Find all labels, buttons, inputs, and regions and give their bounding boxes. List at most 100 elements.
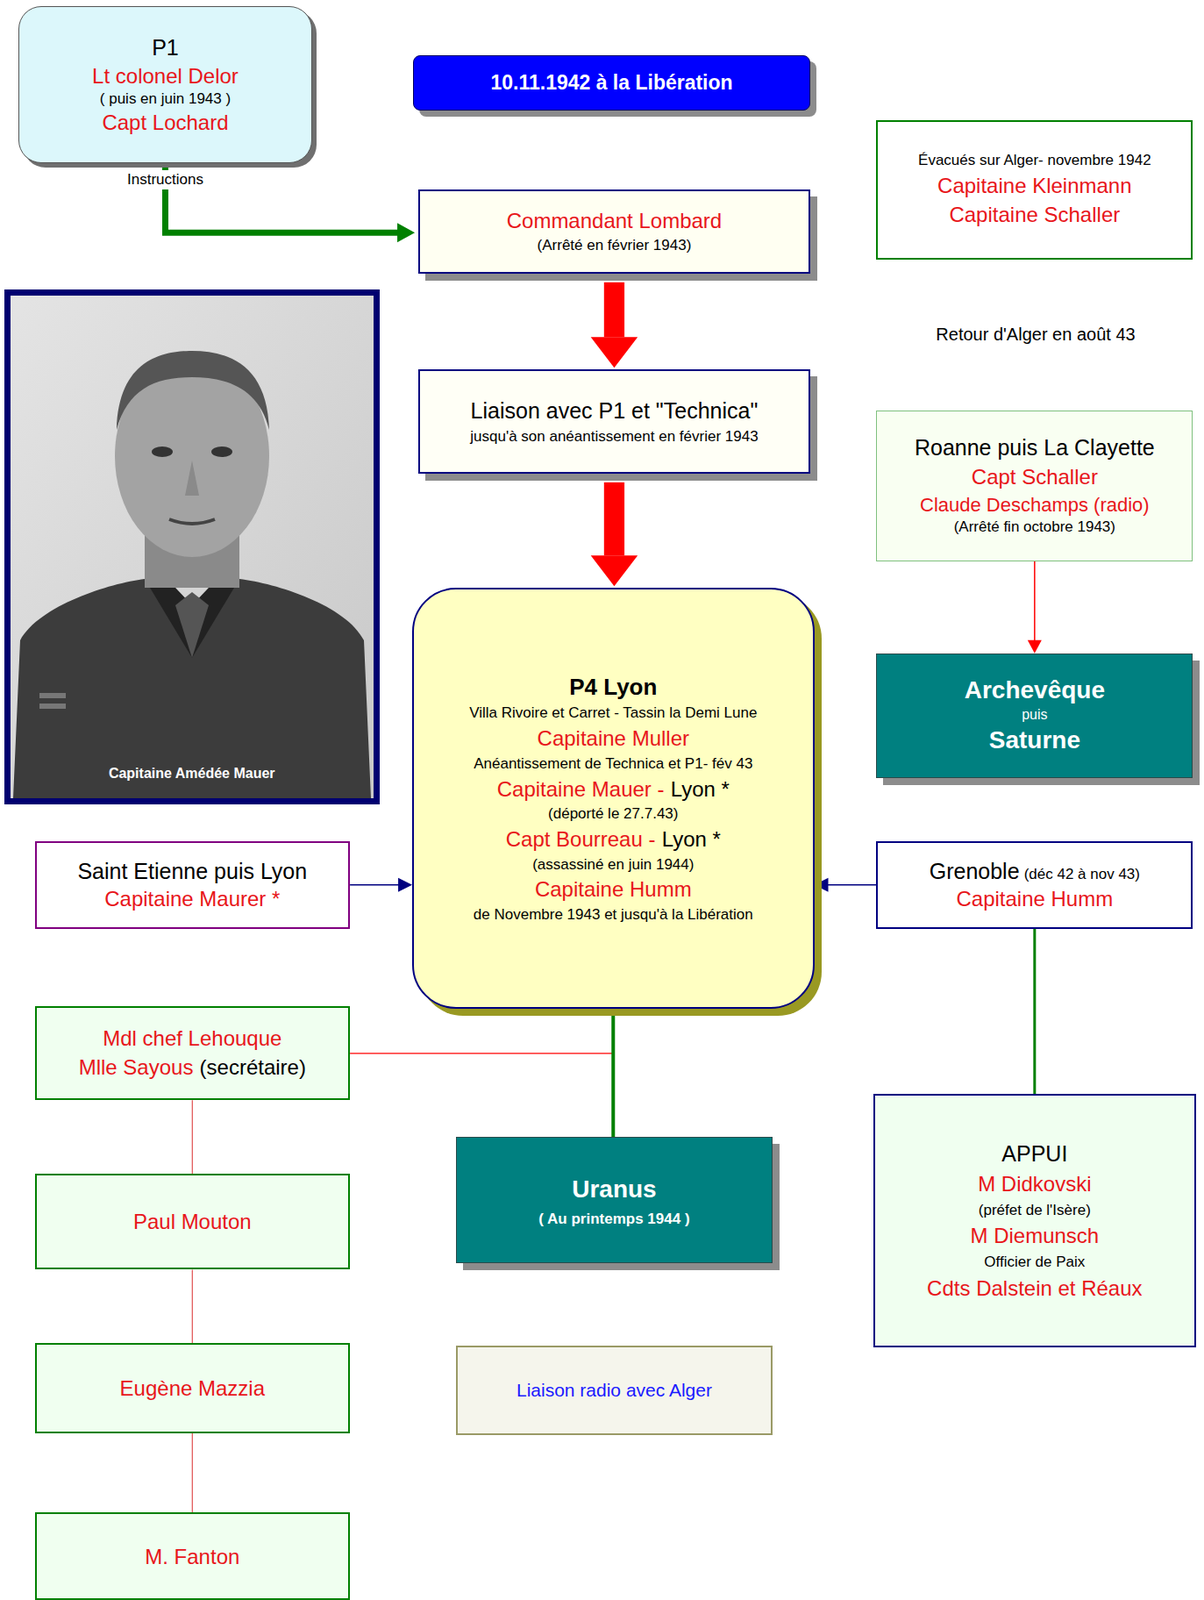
connector [349,1008,613,1054]
node-text: Liaison avec P1 et "Technica" [470,398,759,423]
text-line: Paul Mouton [133,1207,252,1235]
node-text: M. Fanton [144,1544,240,1568]
text-line: Liaison radio avec Alger [516,1377,713,1402]
connector [1033,928,1035,1095]
node-text: Saturne [989,726,1081,754]
network-box: Uranus ( Au printemps 1944 ) [455,1136,773,1263]
text-line: Archevêque [964,674,1105,706]
node-text: Capitaine Maurer * [104,886,280,911]
text-line: Capitaine Kleinmann [937,170,1132,201]
node-text: Capitaine Humm [534,876,692,901]
node-text: Capt Lochard [101,110,228,135]
text-line: APPUI [1001,1137,1068,1169]
text-line: Roanne puis La Clayette [914,433,1155,464]
unit-box: P1 Lt colonel Delor ( puis en juin 1943 ) C… [18,6,313,164]
text-line: Capt Schaller [971,463,1098,492]
text-line: Eugène Mazzia [120,1374,265,1402]
node-text: jusqu'à son anéantissement en février 19… [470,427,758,445]
connector [192,1432,193,1513]
node-text: ( puis en juin 1943 ) [99,90,231,107]
node-text: Lyon * [662,826,721,851]
station-box: Grenoble(déc 42 à nov 43)Capitaine Humm [876,840,1193,929]
text-line: Cdts Dalstein et Réaux [926,1273,1142,1304]
connector [192,1099,193,1174]
node-text: P1 [151,35,179,60]
network-box: Archevêque puisSaturne [876,653,1193,778]
node-text: Capitaine Mauer - [497,776,665,801]
text-line: (préfet de l'Isère) [978,1199,1091,1222]
agent-box: Mdl chef LehouqueMlle Sayous(secrétaire) [35,1005,351,1100]
node-text: Capitaine Kleinmann [937,173,1132,198]
text-line: M Diemunsch [969,1220,1099,1252]
connector [591,482,639,586]
text-line: jusqu'à son anéantissement en février 19… [470,426,758,449]
text-line: Capitaine Maurer * [104,884,280,912]
text-line: (déporté le 27.7.43) [548,803,678,825]
station-box: Saint Etienne puis LyonCapitaine Maurer … [35,840,351,929]
node-text: Capitaine Humm [955,886,1113,911]
connector [612,1008,614,1138]
liaison-box: Liaison avec P1 et "Technica" jusqu'à son… [418,369,811,474]
station-box: Roanne puis La ClayetteCapt SchallerClau… [876,410,1193,562]
node-text: (Arrêté fin octobre 1943) [954,518,1116,535]
title-banner: 10.11.1942 à la Libération [413,55,811,111]
text-line: (Arrêté fin octobre 1943) [954,517,1116,538]
connector [591,282,639,368]
node-text: Archevêque [964,676,1105,704]
text-line: Mlle Sayous(secrétaire) [78,1053,307,1082]
text-line: Capitaine Humm [955,884,1113,912]
text-line: Anéantissement de Technica et P1- fév 43 [473,753,753,775]
node-text: Mlle Sayous [78,1054,194,1079]
radio-box: Liaison radio avec Alger [455,1345,773,1435]
node-text: Eugène Mazzia [120,1375,265,1400]
node-text: Villa Rivoire et Carret - Tassin la Demi… [469,704,757,721]
note-box: Évacués sur Alger- novembre 1942Capitain… [876,120,1193,259]
node-text: (assassiné en juin 1944) [532,855,694,873]
text-line: puis [1021,705,1048,725]
node-text: puis [1021,706,1048,722]
text-line: ( Au printemps 1944 ) [538,1207,690,1231]
connector [814,877,877,892]
node-text: ( Au printemps 1944 ) [538,1210,690,1227]
connector [192,1268,193,1343]
node-text: Capt Bourreau - [505,826,656,851]
portrait-photo [4,289,380,805]
node-text: (préfet de l'Isère) [978,1201,1091,1219]
officer-box: Commandant Lombard(Arrêté en février 194… [418,189,811,273]
text-line: P4 Lyon [569,670,657,703]
node-text: Lyon * [670,776,730,801]
node-text: (secrétaire) [199,1054,307,1079]
text-line: Villa Rivoire et Carret - Tassin la Demi… [469,702,757,724]
text-line: Capitaine Schaller [948,199,1120,230]
text-line: Capt Lochard [101,108,228,136]
edge-label: Instructions [124,170,207,190]
text-line: de Novembre 1943 et jusqu'à la Libératio… [473,904,754,926]
connector [1027,561,1042,654]
node-text: Roanne puis La Clayette [914,434,1155,460]
node-text: Capitaine Muller [537,726,690,750]
text-line: (assassiné en juin 1944) [532,854,694,876]
text-line: Saturne [989,724,1081,756]
text-line: M. Fanton [144,1542,240,1570]
node-text: Paul Mouton [133,1209,252,1233]
agent-box: Paul Mouton [35,1173,351,1269]
node-text: Lt colonel Delor [92,64,239,88]
node-text: de Novembre 1943 et jusqu'à la Libératio… [473,905,754,923]
title-text: 10.11.1942 à la Libération [490,71,733,95]
text-line: Saint Etienne puis Lyon [77,856,307,886]
node-text: (déc 42 à nov 43) [1024,865,1140,883]
text-line: Uranus [571,1170,656,1208]
node-text: (Arrêté en février 1943) [537,236,692,254]
node-text: Capitaine Schaller [948,202,1120,227]
text-line: Mdl chef Lehouque [102,1024,282,1053]
node-text: APPUI [1001,1140,1068,1166]
node-text: Capt Schaller [971,464,1098,489]
text-line: Officier de Paix [983,1251,1085,1274]
note-label: Retour d'Alger en août 43 [935,324,1135,345]
text-line: Claude Deschamps (radio) [919,491,1150,519]
text-line: P1 [151,33,179,63]
text-line: Capitaine Mauer -Lyon * [497,774,730,805]
photo-caption: Capitaine Amédée Mauer [108,765,276,782]
text-line: Lt colonel Delor [92,62,239,90]
node-text: Cdts Dalstein et Réaux [926,1275,1142,1300]
